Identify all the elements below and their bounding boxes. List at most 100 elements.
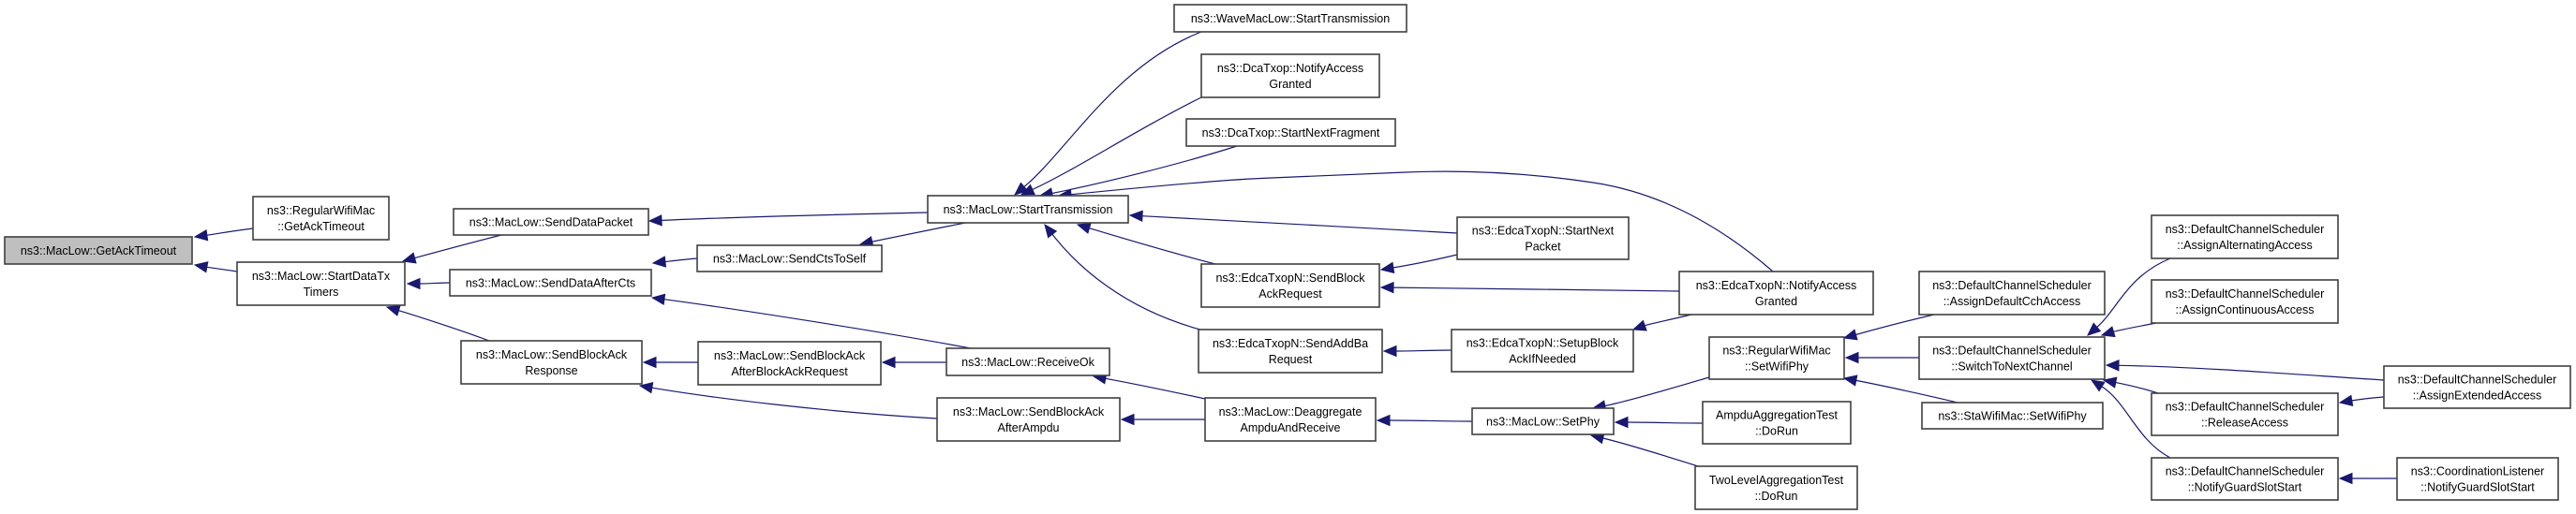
- node-box[interactable]: [1200, 263, 1380, 308]
- node-sendblockackafterblockackrequest[interactable]: ns3::MacLow::SendBlockAckAfterBlockAckRe…: [697, 341, 882, 386]
- node-box[interactable]: [449, 269, 652, 297]
- node-box[interactable]: [1173, 4, 1407, 33]
- node-twolevelaggregationtest-dorun[interactable]: TwoLevelAggregationTest::DoRun: [1694, 465, 1858, 510]
- node-dcs-assigndefaultcchaccess[interactable]: ns3::DefaultChannelScheduler::AssignDefa…: [1918, 271, 2106, 316]
- node-stawifimac-setwifiphy[interactable]: ns3::StaWifiMac::SetWifiPhy: [1921, 402, 2104, 430]
- node-box[interactable]: [252, 196, 390, 241]
- node-box[interactable]: [2151, 279, 2339, 324]
- node-box[interactable]: [697, 341, 882, 386]
- edge-line: [2101, 386, 2171, 459]
- node-regularwifimac-getacktimeout[interactable]: ns3::RegularWifiMac::GetAckTimeout: [252, 196, 390, 241]
- node-getacktimeout[interactable]: ns3::MacLow::GetAckTimeout: [4, 236, 193, 265]
- edge-receiveok-to-sendblockackafterblockackrequest: [881, 356, 947, 369]
- edge-deaggregate-to-sendblockackafterampdu: [1120, 413, 1205, 426]
- node-senddatapacket[interactable]: ns3::MacLow::SendDataPacket: [453, 208, 649, 236]
- node-box[interactable]: [696, 244, 883, 272]
- node-label-line: ns3::DefaultChannelScheduler: [1932, 345, 2092, 358]
- node-label-line: ns3::MacLow::SendDataAfterCts: [466, 277, 635, 290]
- node-box[interactable]: [453, 208, 649, 236]
- node-setphy[interactable]: ns3::MacLow::SetPhy: [1471, 407, 1615, 435]
- edge-line: [1089, 228, 1216, 265]
- arrowhead-icon: [881, 356, 896, 369]
- node-box[interactable]: [1471, 407, 1615, 435]
- arrowhead-icon: [1020, 184, 1035, 196]
- node-box[interactable]: [1694, 465, 1858, 510]
- node-wavemaclow-starttransmission[interactable]: ns3::WaveMacLow::StartTransmission: [1173, 4, 1407, 33]
- node-dcs-assignextendedaccess[interactable]: ns3::DefaultChannelScheduler::AssignExte…: [2383, 365, 2571, 409]
- node-box[interactable]: [1918, 336, 2106, 380]
- edge-line: [419, 282, 451, 285]
- edge-setphy-to-deaggregate: [1376, 414, 1473, 427]
- arrowhead-icon: [406, 277, 421, 290]
- node-box[interactable]: [1200, 53, 1380, 98]
- root-node-box[interactable]: [4, 236, 193, 265]
- node-box[interactable]: [1702, 401, 1852, 445]
- node-box[interactable]: [2151, 214, 2339, 259]
- node-dcs-assigncontinuousaccess[interactable]: ns3::DefaultChannelScheduler::AssignCont…: [2151, 279, 2339, 324]
- node-label-line: Granted: [1755, 295, 1797, 308]
- node-label-line: Request: [1269, 353, 1313, 366]
- arrowhead-icon: [2100, 326, 2116, 338]
- node-regularwifimac-setwifiphy[interactable]: ns3::RegularWifiMac::SetWifiPhy: [1708, 336, 1845, 380]
- node-box[interactable]: [1185, 118, 1396, 147]
- node-box[interactable]: [236, 261, 406, 306]
- edge-edca_startnextpacket-to-edca_sendblockackrequest: [1379, 254, 1458, 274]
- node-dcs-releaseaccess[interactable]: ns3::DefaultChannelScheduler::ReleaseAcc…: [2151, 392, 2339, 436]
- edge-startdatatxtimers-to-getacktimeout: [193, 261, 238, 273]
- edge-line: [2113, 322, 2157, 332]
- node-box[interactable]: [2151, 457, 2339, 501]
- node-box[interactable]: [460, 340, 643, 385]
- node-box[interactable]: [936, 397, 1121, 442]
- arrowhead-icon: [2102, 376, 2118, 389]
- arrowhead-icon: [648, 214, 663, 227]
- edge-dcatxop_notifyaccessgranted-to-starttransmission: [1020, 96, 1202, 196]
- node-box[interactable]: [927, 195, 1129, 224]
- node-sendctstoself[interactable]: ns3::MacLow::SendCtsToSelf: [696, 244, 883, 272]
- node-box[interactable]: [2383, 365, 2571, 409]
- edge-sendblockackafterblockackrequest-to-sendblockackresponse: [642, 356, 699, 369]
- node-label-line: ns3::DcaTxop::NotifyAccess: [1217, 62, 1363, 75]
- edge-dcs_assignextendedaccess-to-dcs_releaseaccess: [2338, 394, 2385, 406]
- arrowhead-icon: [1631, 319, 1647, 331]
- node-box[interactable]: [946, 347, 1110, 376]
- arrowhead-icon: [193, 261, 209, 273]
- node-label-line: ::AssignDefaultCchAccess: [1943, 295, 2081, 308]
- node-receiveok[interactable]: ns3::MacLow::ReceiveOk: [946, 347, 1110, 376]
- edge-line: [1070, 170, 1774, 272]
- node-ampduaggregationtest-dorun[interactable]: AmpduAggregationTest::DoRun: [1702, 401, 1852, 445]
- node-starttransmission[interactable]: ns3::MacLow::StartTransmission: [927, 195, 1129, 224]
- node-box[interactable]: [1456, 216, 1630, 260]
- node-box[interactable]: [1918, 271, 2106, 316]
- node-box[interactable]: [1204, 397, 1377, 442]
- node-box[interactable]: [2396, 457, 2559, 501]
- node-box[interactable]: [1198, 329, 1383, 374]
- node-dcs-notifyguardslotstart[interactable]: ns3::DefaultChannelScheduler::NotifyGuar…: [2151, 457, 2339, 501]
- node-box[interactable]: [1921, 402, 2104, 430]
- node-coordinationlistener-notifyguardslotstart[interactable]: ns3::CoordinationListener::NotifyGuardSl…: [2396, 457, 2559, 501]
- node-label-line: Timers: [304, 286, 339, 299]
- node-dcatxop-startnextfragment[interactable]: ns3::DcaTxop::StartNextFragment: [1185, 118, 1396, 147]
- node-dcs-assignalternatingaccess[interactable]: ns3::DefaultChannelScheduler::AssignAlte…: [2151, 214, 2339, 259]
- node-label-line: Packet: [1525, 241, 1561, 254]
- node-box[interactable]: [1451, 329, 1634, 373]
- node-dcs-switchtonextchannel[interactable]: ns3::DefaultChannelScheduler::SwitchToNe…: [1918, 336, 2106, 380]
- edge-line: [1389, 419, 1473, 422]
- node-box[interactable]: [1678, 271, 1874, 316]
- node-box[interactable]: [2151, 392, 2339, 436]
- node-senddataaftercts[interactable]: ns3::MacLow::SendDataAfterCts: [449, 269, 652, 297]
- node-box[interactable]: [1708, 336, 1845, 380]
- edge-line: [414, 234, 502, 259]
- node-label-line: ::AssignAlternatingAccess: [2177, 239, 2313, 252]
- edge-line: [206, 228, 254, 236]
